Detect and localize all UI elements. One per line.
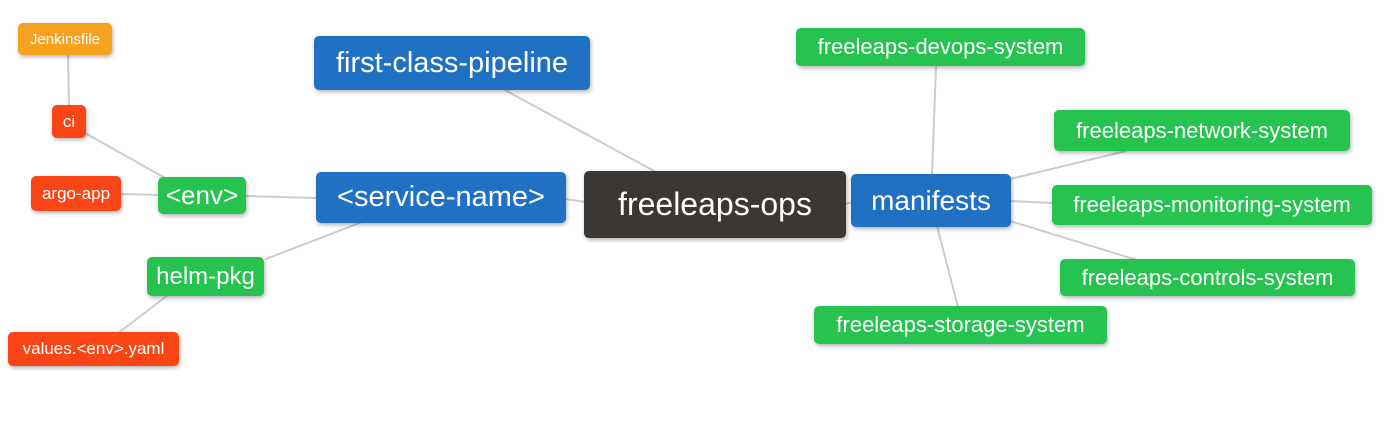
node-jenkinsfile[interactable]: Jenkinsfile	[18, 23, 112, 55]
edge-env-to-service-name	[244, 195, 318, 199]
node-freeleaps-monitoring-system[interactable]: freeleaps-monitoring-system	[1052, 185, 1372, 225]
edge-argo-app-to-env	[119, 193, 160, 196]
edge-ci-to-env	[84, 132, 166, 179]
edge-manifests-to-freeleaps-storage-system	[936, 225, 959, 308]
node-freeleaps-devops-system[interactable]: freeleaps-devops-system	[796, 28, 1085, 66]
node-values-env-yaml[interactable]: values.<env>.yaml	[8, 332, 179, 366]
node-first-class-pipeline[interactable]: first-class-pipeline	[314, 36, 590, 90]
node-freeleaps-controls-system[interactable]: freeleaps-controls-system	[1060, 259, 1355, 296]
node-freeleaps-ops[interactable]: freeleaps-ops	[584, 171, 846, 238]
edge-helm-pkg-to-values-env-yaml	[116, 294, 169, 335]
edge-first-class-pipeline-to-freeleaps-ops	[502, 88, 657, 173]
edge-jenkinsfile-to-ci	[67, 53, 70, 107]
node-helm-pkg[interactable]: helm-pkg	[147, 257, 264, 296]
node-service-name[interactable]: <service-name>	[316, 172, 566, 223]
edge-service-name-to-freeleaps-ops	[564, 198, 587, 203]
edge-manifests-to-freeleaps-devops-system	[931, 65, 937, 176]
node-argo-app[interactable]: argo-app	[31, 176, 121, 211]
node-env[interactable]: <env>	[158, 177, 246, 214]
node-manifests[interactable]: manifests	[851, 174, 1011, 227]
edge-manifests-to-freeleaps-network-system	[1009, 150, 1127, 180]
node-freeleaps-network-system[interactable]: freeleaps-network-system	[1054, 110, 1350, 151]
edge-manifests-to-freeleaps-controls-system	[1009, 220, 1138, 261]
node-ci[interactable]: ci	[52, 105, 86, 138]
edge-service-name-to-helm-pkg	[265, 221, 363, 260]
edge-manifests-to-freeleaps-monitoring-system	[1009, 200, 1055, 204]
node-freeleaps-storage-system[interactable]: freeleaps-storage-system	[814, 306, 1107, 344]
